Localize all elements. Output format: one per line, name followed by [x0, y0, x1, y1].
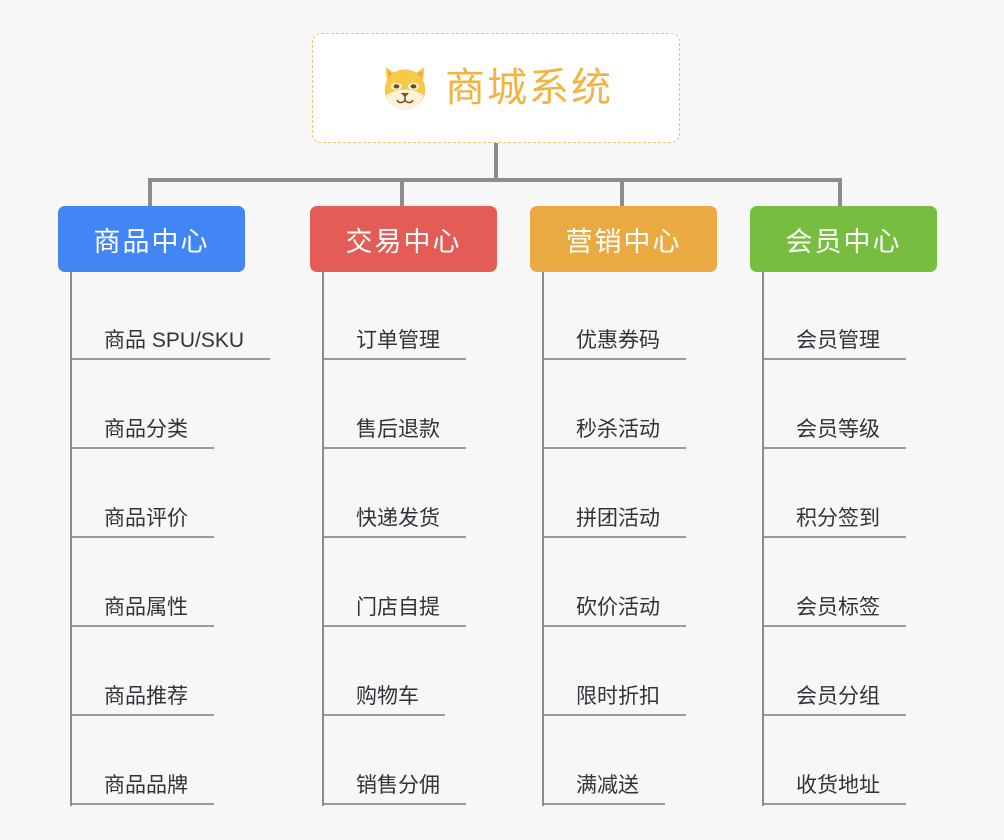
category-column-marketing: 营销中心 优惠券码 秒杀活动 拼团活动 砍价活动 限时折扣 满减送: [530, 206, 717, 806]
leaf-label: 商品属性: [72, 596, 214, 627]
category-header-marketing[interactable]: 营销中心: [530, 206, 717, 272]
list-item[interactable]: 积分签到: [764, 450, 937, 539]
list-item[interactable]: 商品评价: [72, 450, 270, 539]
category-header-trade[interactable]: 交易中心: [310, 206, 497, 272]
leaf-label: 砍价活动: [544, 596, 686, 627]
leaf-label: 快递发货: [324, 507, 466, 538]
leaf-label: 商品 SPU/SKU: [72, 329, 271, 360]
leaf-label: 满减送: [544, 774, 665, 805]
leaf-label: 会员标签: [764, 596, 906, 627]
list-item[interactable]: 商品分类: [72, 361, 270, 450]
leaf-label: 优惠券码: [544, 329, 686, 360]
category-header-label: 会员中心: [785, 226, 902, 257]
leaf-label: 订单管理: [324, 329, 466, 360]
leaf-label: 购物车: [324, 685, 445, 716]
list-item[interactable]: 商品 SPU/SKU: [72, 272, 271, 361]
leaf-label: 门店自提: [324, 596, 466, 627]
connector-drop-products: [148, 178, 152, 206]
category-header-label: 交易中心: [345, 226, 462, 257]
list-item[interactable]: 订单管理: [324, 272, 497, 361]
list-item[interactable]: 商品品牌: [72, 717, 270, 806]
leaf-label: 秒杀活动: [544, 418, 686, 449]
leaf-list-member: 会员管理 会员等级 积分签到 会员标签 会员分组 收货地址: [762, 272, 937, 806]
list-item[interactable]: 售后退款: [324, 361, 497, 450]
leaf-label: 会员等级: [764, 418, 906, 449]
category-column-trade: 交易中心 订单管理 售后退款 快递发货 门店自提 购物车 销售分佣: [310, 206, 497, 806]
connector-root-stem: [494, 143, 498, 181]
list-item[interactable]: 购物车: [324, 628, 497, 717]
leaf-label: 销售分佣: [324, 774, 466, 805]
list-item[interactable]: 会员标签: [764, 539, 937, 628]
leaf-list-marketing: 优惠券码 秒杀活动 拼团活动 砍价活动 限时折扣 满减送: [542, 272, 717, 806]
leaf-list-trade: 订单管理 售后退款 快递发货 门店自提 购物车 销售分佣: [322, 272, 497, 806]
list-item[interactable]: 门店自提: [324, 539, 497, 628]
category-column-products: 商品中心 商品 SPU/SKU 商品分类 商品评价 商品属性 商品推荐 商品品牌: [58, 206, 271, 806]
list-item[interactable]: 限时折扣: [544, 628, 717, 717]
leaf-label: 商品分类: [72, 418, 214, 449]
list-item[interactable]: 销售分佣: [324, 717, 497, 806]
list-item[interactable]: 拼团活动: [544, 450, 717, 539]
list-item[interactable]: 收货地址: [764, 717, 937, 806]
connector-horizontal-bus: [150, 178, 840, 182]
connector-drop-member: [838, 178, 842, 206]
root-node[interactable]: 商城系统: [312, 33, 680, 143]
leaf-list-products: 商品 SPU/SKU 商品分类 商品评价 商品属性 商品推荐 商品品牌: [70, 272, 271, 806]
list-item[interactable]: 优惠券码: [544, 272, 717, 361]
list-item[interactable]: 商品推荐: [72, 628, 270, 717]
category-header-member[interactable]: 会员中心: [750, 206, 937, 272]
list-item[interactable]: 商品属性: [72, 539, 270, 628]
list-item[interactable]: 会员分组: [764, 628, 937, 717]
leaf-label: 售后退款: [324, 418, 466, 449]
leaf-label: 拼团活动: [544, 507, 686, 538]
list-item[interactable]: 快递发货: [324, 450, 497, 539]
connector-drop-marketing: [620, 178, 624, 206]
leaf-label: 商品推荐: [72, 685, 214, 716]
leaf-label: 收货地址: [764, 774, 906, 805]
category-column-member: 会员中心 会员管理 会员等级 积分签到 会员标签 会员分组 收货地址: [750, 206, 937, 806]
leaf-label: 积分签到: [764, 507, 906, 538]
list-item[interactable]: 会员等级: [764, 361, 937, 450]
connector-drop-trade: [400, 178, 404, 206]
root-title: 商城系统: [445, 66, 613, 110]
leaf-label: 会员管理: [764, 329, 906, 360]
list-item[interactable]: 砍价活动: [544, 539, 717, 628]
category-header-products[interactable]: 商品中心: [58, 206, 245, 272]
leaf-label: 限时折扣: [544, 685, 686, 716]
leaf-label: 会员分组: [764, 685, 906, 716]
list-item[interactable]: 秒杀活动: [544, 361, 717, 450]
shiba-dog-icon: [384, 66, 426, 110]
list-item[interactable]: 满减送: [544, 717, 717, 806]
category-header-label: 营销中心: [565, 226, 682, 257]
list-item[interactable]: 会员管理: [764, 272, 937, 361]
category-header-label: 商品中心: [93, 226, 210, 257]
leaf-label: 商品评价: [72, 507, 214, 538]
leaf-label: 商品品牌: [72, 774, 214, 805]
